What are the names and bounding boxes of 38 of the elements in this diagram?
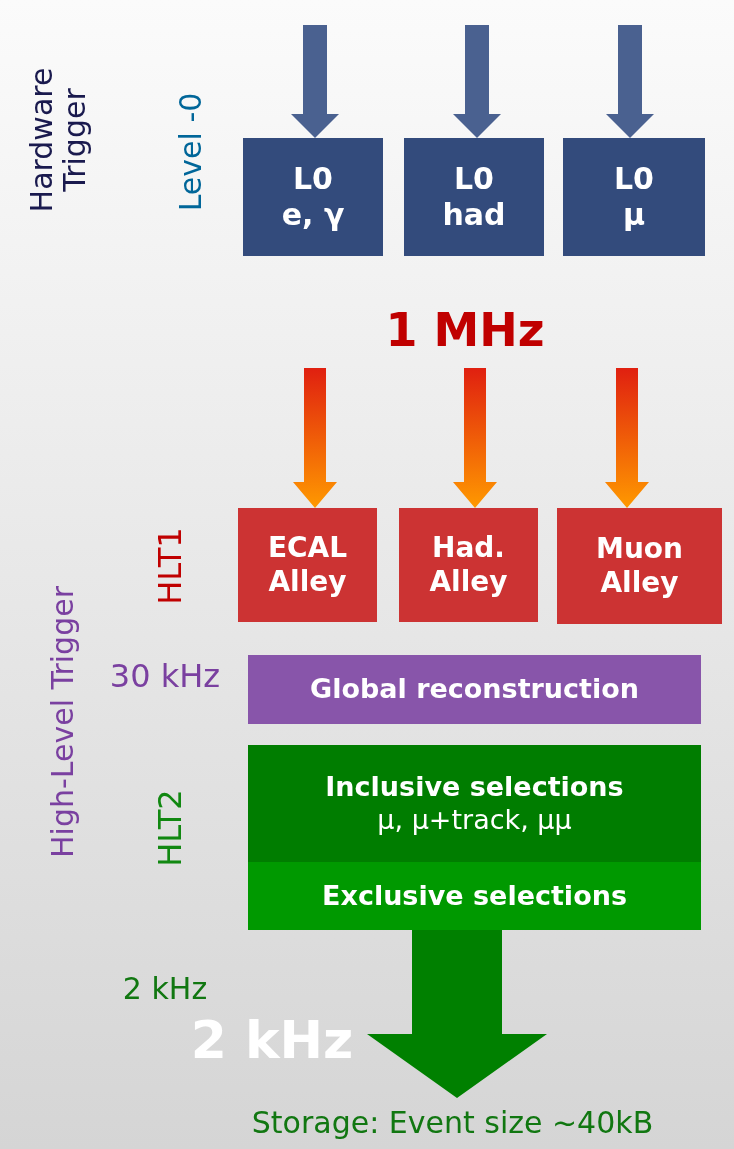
- arrow: [293, 368, 337, 508]
- level-label: HLT2: [151, 789, 189, 867]
- selection-box: [248, 862, 701, 930]
- storage-label: Storage: Event size ~40kB: [175, 1098, 730, 1146]
- section-title: Hardware Trigger: [25, 66, 91, 215]
- trigger-box: [563, 138, 705, 256]
- section-title: High-Level Trigger: [44, 586, 80, 858]
- trigger-box: [404, 138, 544, 256]
- rate-label: 2 kHz: [122, 970, 208, 1006]
- arrow: [367, 930, 547, 1098]
- box-text: L0: [453, 161, 495, 197]
- box-text: had: [441, 197, 507, 233]
- trigger-box: [243, 138, 383, 256]
- alley-box: [557, 508, 722, 624]
- rate-label: 1 MHz: [385, 303, 545, 357]
- box-text: e, γ: [280, 197, 346, 233]
- box-text: Had. Alley: [428, 531, 509, 599]
- arrow: [453, 25, 501, 138]
- arrow: [453, 368, 497, 508]
- box-text: μ: [621, 197, 647, 233]
- arrow: [606, 25, 654, 138]
- alley-box: [399, 508, 538, 622]
- box-text: ECAL Alley: [266, 531, 349, 599]
- rate-label: 30 kHz: [109, 657, 221, 695]
- arrow: [291, 25, 339, 138]
- box-text: L0: [292, 161, 334, 197]
- level-label: HLT1: [151, 527, 189, 605]
- box-text: L0: [613, 161, 655, 197]
- level-label: Level -0: [172, 92, 208, 212]
- box-text: Exclusive selections: [321, 879, 628, 913]
- alley-box: [238, 508, 377, 622]
- process-box: [248, 655, 701, 724]
- box-text: μ, μ+track, μμ: [376, 803, 573, 836]
- box-text: Global reconstruction: [309, 673, 640, 706]
- arrow: [605, 368, 649, 508]
- box-text: Inclusive selections: [324, 771, 625, 804]
- box-text: Muon Alley: [595, 532, 684, 600]
- selection-box: [248, 745, 701, 862]
